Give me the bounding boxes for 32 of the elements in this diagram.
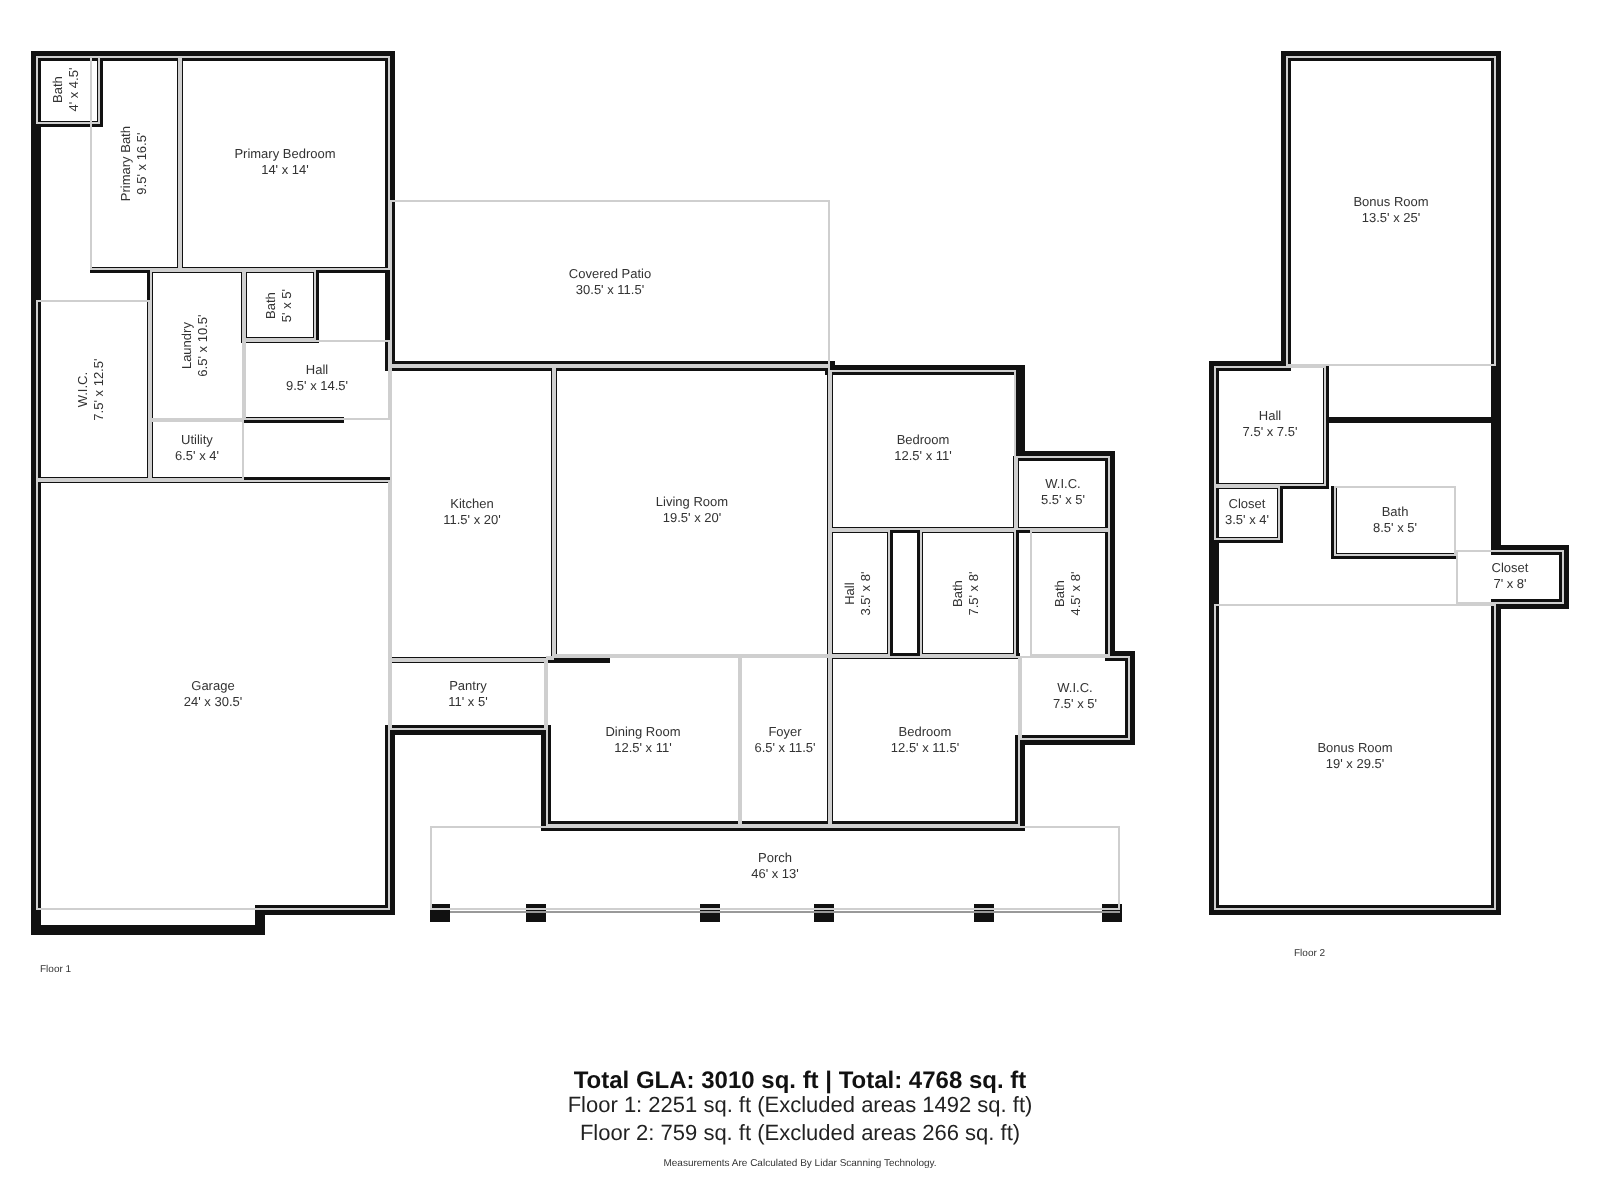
- room: [1286, 56, 1496, 366]
- area-note: Floor 1: 2251 sq. ft (Excluded areas 1492 sq. ft): [567, 1094, 1033, 1118]
- room: [830, 656, 1020, 826]
- room: [1016, 456, 1110, 530]
- room: [390, 660, 546, 730]
- area-note: Floor 2: 759 sq. ft (Excluded areas 266 sq. ft): [579, 1122, 1021, 1146]
- room: [1456, 550, 1564, 604]
- room: [740, 656, 830, 826]
- room: [390, 200, 830, 366]
- room: [430, 826, 1120, 910]
- room: [244, 340, 390, 420]
- room: [36, 56, 100, 124]
- room: [150, 270, 244, 420]
- room: [1030, 530, 1110, 656]
- room: [90, 56, 180, 270]
- room: [36, 300, 150, 480]
- room: [554, 366, 830, 656]
- room: [390, 366, 554, 660]
- room: [150, 420, 244, 480]
- total-area-heading: Total GLA: 3010 sq. ft | Total: 4768 sq. ft: [571, 1066, 1029, 1094]
- room: [244, 270, 316, 340]
- room: [36, 480, 390, 910]
- room: [1334, 486, 1456, 556]
- room: [1214, 486, 1280, 540]
- room: [830, 530, 890, 656]
- room: [1020, 656, 1130, 740]
- room: [1214, 366, 1326, 486]
- room: [546, 656, 740, 826]
- room: [1214, 604, 1496, 910]
- room: [920, 530, 1016, 656]
- room: [180, 56, 390, 270]
- room: [830, 370, 1016, 530]
